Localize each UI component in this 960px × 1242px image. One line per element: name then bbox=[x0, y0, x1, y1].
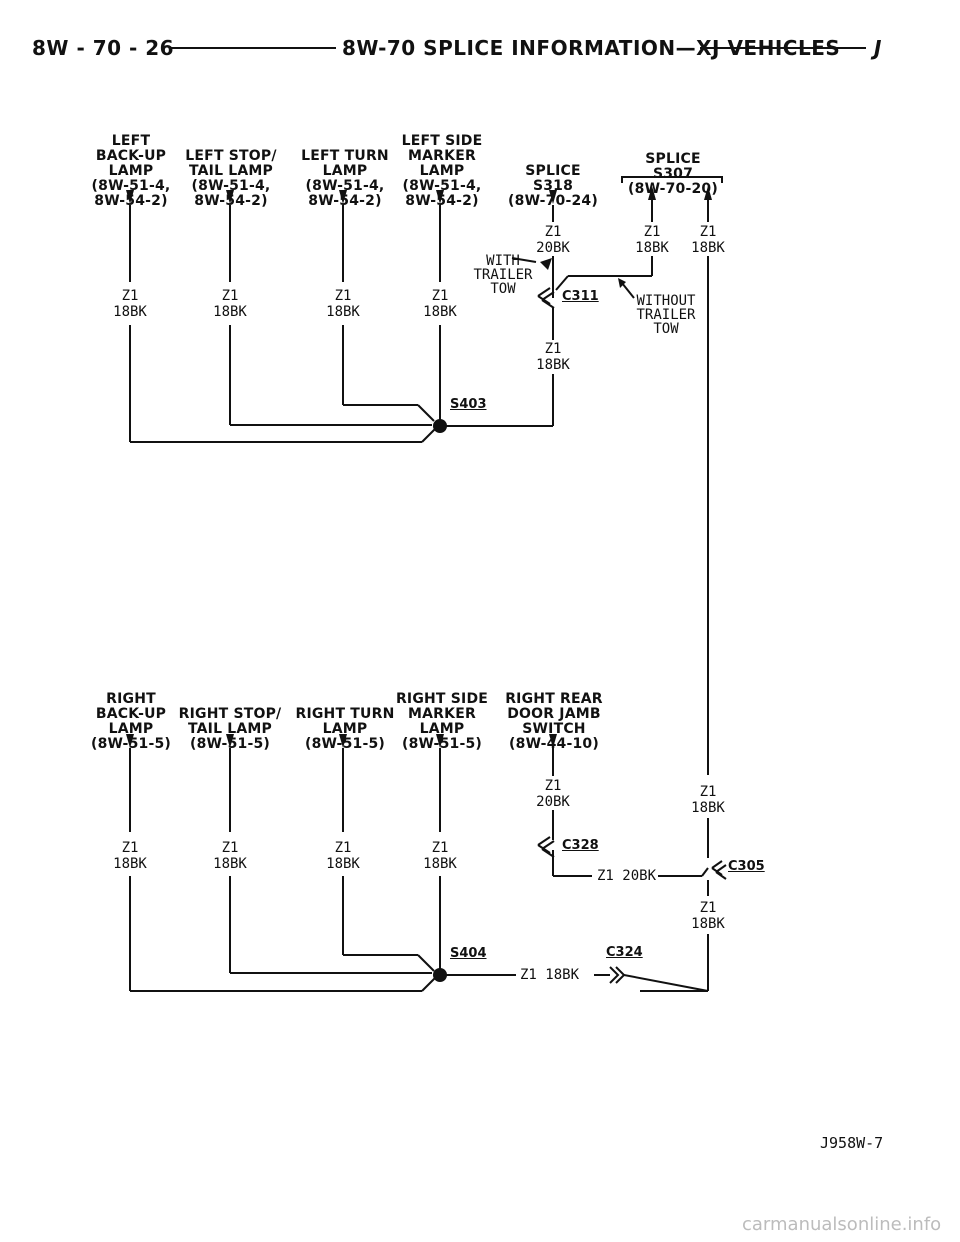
brand-mark: J bbox=[874, 36, 882, 60]
upper-component-1: LEFT STOP/TAIL LAMP(8W-51-4,8W-54-2) bbox=[185, 148, 277, 209]
connector-c324-label: C324 bbox=[606, 945, 643, 960]
upper-lamp3-arrow bbox=[339, 190, 347, 204]
c311-chevron-a bbox=[537, 287, 551, 297]
with-trailer-leader bbox=[511, 257, 537, 263]
s307-left-arrow bbox=[648, 186, 656, 200]
c305-chevron-a bbox=[711, 860, 723, 869]
c305-chevron-c bbox=[715, 864, 727, 873]
s318-arrow bbox=[549, 190, 557, 204]
connector-c328-label: C328 bbox=[562, 838, 599, 853]
splice-s403-dot bbox=[433, 419, 447, 433]
upper-lamp1-wire-bend bbox=[421, 427, 437, 443]
upper-lamp3-wire-bend bbox=[417, 404, 435, 422]
connector-c305-label: C305 bbox=[728, 859, 765, 874]
lower-lamp3-wire-bend bbox=[417, 954, 435, 972]
lower-component-1: RIGHT STOP/TAIL LAMP(8W-51-5) bbox=[178, 706, 282, 752]
upper-lamp4-arrow bbox=[436, 190, 444, 204]
upper-lamp2-arrow bbox=[226, 190, 234, 204]
c328-chevron-c bbox=[541, 840, 555, 850]
s307-right-arrow bbox=[704, 186, 712, 200]
upper-arrows bbox=[126, 186, 712, 288]
c324-chevron-a bbox=[609, 966, 620, 984]
upper-lamp1-arrow bbox=[126, 190, 134, 204]
without-trailer-leader bbox=[621, 282, 635, 299]
wire-label-bottom-run: Z1 18BK bbox=[520, 967, 580, 983]
c328-c305-join bbox=[701, 867, 709, 877]
lower-lamp1-arrow bbox=[126, 734, 134, 748]
lower-arrows bbox=[126, 734, 557, 748]
connector-c311-label: C311 bbox=[562, 289, 599, 304]
figure-id: J958W-7 bbox=[820, 1134, 884, 1152]
lower-lamp3-arrow bbox=[339, 734, 347, 748]
c328-chevron-a bbox=[537, 836, 551, 846]
c311-chevron-d bbox=[541, 299, 555, 309]
s307-left-wire-join bbox=[555, 275, 569, 291]
lower-lamp2-arrow bbox=[226, 734, 234, 748]
splice-s307-bracket bbox=[621, 176, 723, 183]
lower-lamp1-wire-bend bbox=[421, 976, 437, 992]
without-trailer-arrowhead bbox=[618, 278, 626, 288]
c305-chevron-d bbox=[715, 871, 727, 880]
splice-s404-dot bbox=[433, 968, 447, 982]
wire-label-c328-c305: Z1 20BK bbox=[597, 868, 657, 884]
c328-chevron-d bbox=[541, 848, 555, 858]
lower-lamp4-arrow bbox=[436, 734, 444, 748]
watermark: carmanualsonline.info bbox=[742, 1214, 942, 1235]
splice-s403-label: S403 bbox=[450, 397, 487, 412]
page-reference: 8W - 70 - 26 bbox=[32, 36, 175, 60]
splice-s404-label: S404 bbox=[450, 946, 487, 961]
c311-chevron-c bbox=[541, 291, 555, 301]
c311-chevron-b bbox=[537, 295, 551, 305]
switch-arrow bbox=[549, 734, 557, 748]
bottom-run-right bbox=[623, 974, 709, 992]
with-trailer-arrowhead bbox=[540, 258, 552, 270]
c328-chevron-b bbox=[537, 844, 551, 854]
